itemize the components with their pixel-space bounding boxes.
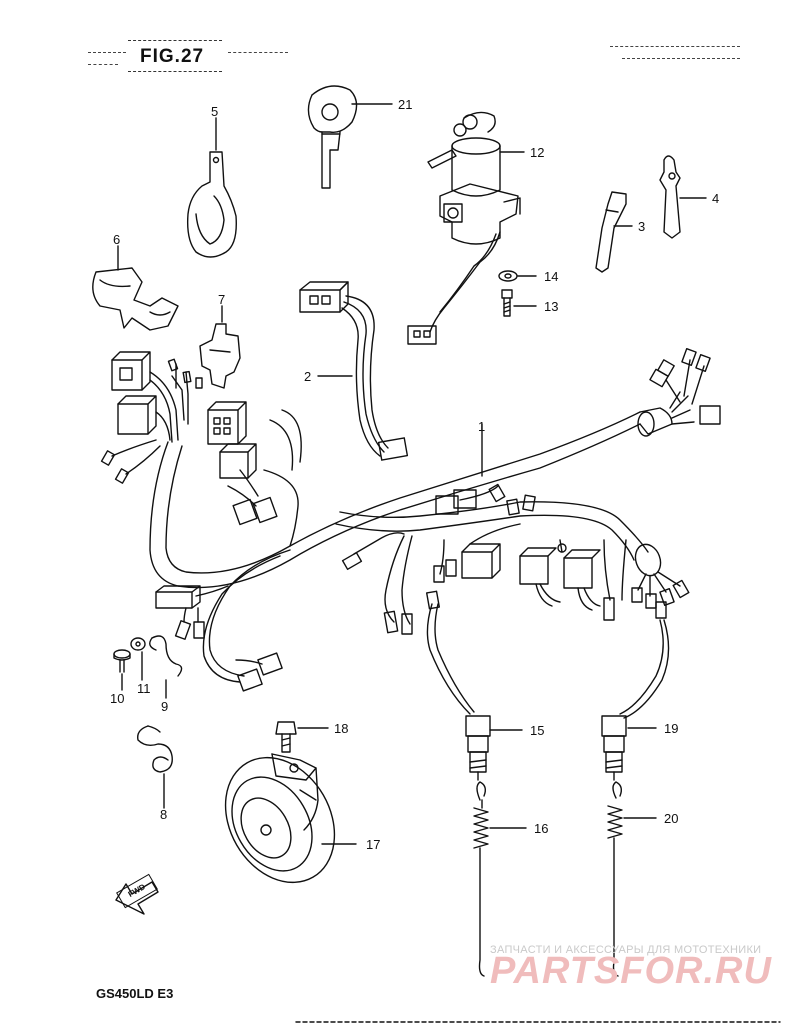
horn-part-17 bbox=[224, 753, 336, 884]
part-label-4: 4 bbox=[712, 191, 720, 206]
clamp-part-5 bbox=[186, 151, 237, 258]
clip-part-8 bbox=[137, 725, 173, 773]
spring-part-16 bbox=[473, 781, 489, 977]
spring-part-20 bbox=[607, 781, 623, 977]
part-label-6: 6 bbox=[113, 232, 121, 247]
model-code: GS450LD E3 bbox=[96, 986, 174, 1001]
part-label-20: 20 bbox=[664, 811, 679, 826]
part-label-8: 8 bbox=[160, 807, 168, 822]
figure-title: FIG.27 bbox=[140, 46, 205, 67]
fwd-arrow-icon bbox=[115, 881, 159, 915]
bolt-part-18 bbox=[275, 721, 297, 753]
part-label-5: 5 bbox=[211, 104, 219, 119]
part-label-7: 7 bbox=[218, 292, 226, 307]
corner-dash-top-right-2 bbox=[622, 58, 740, 59]
washer-part-14 bbox=[498, 270, 518, 282]
part-label-3: 3 bbox=[638, 219, 646, 234]
title-dash-left bbox=[88, 52, 126, 53]
part-label-17: 17 bbox=[366, 837, 381, 852]
part-label-1: 1 bbox=[478, 419, 486, 434]
part-label-10: 10 bbox=[110, 691, 125, 706]
title-dash-right bbox=[228, 52, 288, 53]
band-part-3 bbox=[595, 191, 627, 273]
figure-title-frame bbox=[128, 40, 222, 72]
bolt-part-10 bbox=[113, 649, 131, 673]
corner-dash-top-right bbox=[610, 46, 740, 47]
title-dash-left-2 bbox=[88, 64, 118, 65]
washer-part-11 bbox=[130, 637, 146, 651]
sub-harness-part-2 bbox=[299, 281, 409, 461]
part-label-21: 21 bbox=[398, 97, 413, 112]
brake-switch-part-19 bbox=[601, 601, 670, 781]
ignition-switch-part-12 bbox=[407, 111, 521, 345]
part-label-14: 14 bbox=[544, 269, 559, 284]
part-label-15: 15 bbox=[530, 723, 545, 738]
screw-part-13 bbox=[501, 289, 513, 317]
part-label-12: 12 bbox=[530, 145, 545, 160]
part-label-2: 2 bbox=[304, 369, 312, 384]
watermark-subtitle: ЗАПЧАСТИ И АКСЕССУАРЫ ДЛЯ МОТОТЕХНИКИ bbox=[490, 944, 762, 956]
clip-part-7 bbox=[199, 323, 241, 389]
band-part-4 bbox=[659, 155, 681, 239]
part-label-11: 11 bbox=[137, 681, 151, 696]
key-part-21 bbox=[307, 85, 358, 189]
part-label-16: 16 bbox=[534, 821, 549, 836]
clamp-part-6 bbox=[92, 267, 179, 331]
watermark-brand: PARTSFOR.RU bbox=[490, 950, 772, 992]
part-label-13: 13 bbox=[544, 299, 559, 314]
main-wiring-harness-part-1 bbox=[100, 348, 721, 692]
clamp-part-9 bbox=[149, 635, 183, 677]
part-label-19: 19 bbox=[664, 721, 679, 736]
part-label-9: 9 bbox=[161, 699, 169, 714]
brake-switch-part-15 bbox=[425, 590, 491, 781]
part-label-18: 18 bbox=[334, 721, 349, 736]
